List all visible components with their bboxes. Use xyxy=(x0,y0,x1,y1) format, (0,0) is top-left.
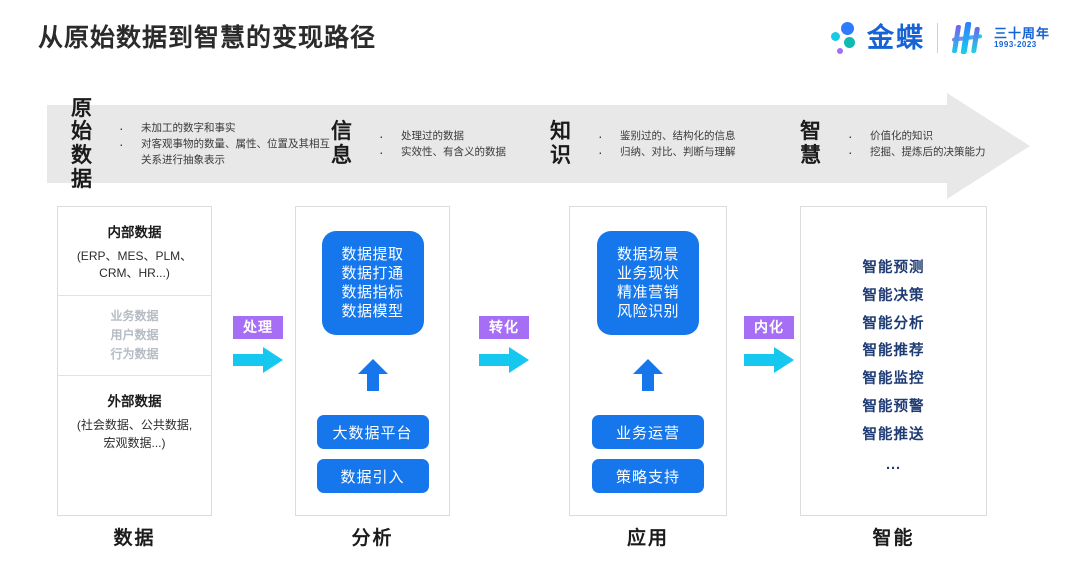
kingdee-dots-icon xyxy=(827,21,863,55)
apply-scenario-card: 数据场景 业务现状 精准营销 风险识别 xyxy=(597,231,699,335)
connector-label: 内化 xyxy=(744,316,794,339)
connector-label: 处理 xyxy=(233,316,283,339)
anniversary-label: 三十周年 xyxy=(993,25,1050,41)
column-caption-intelligence: 智能 xyxy=(872,528,915,549)
connector-internalize: 内化 xyxy=(737,316,801,374)
page-title: 从原始数据到智慧的变现路径 xyxy=(38,24,377,52)
right-arrow-icon xyxy=(479,347,529,373)
data-type-item: 业务数据 xyxy=(110,308,159,323)
stage-wisdom: 智 慧 价值化的知识 挖掘、提炼后的决策能力 xyxy=(800,105,986,183)
external-data-block: 外部数据 (社会数据、公共数据, 宏观数据...) xyxy=(58,376,211,464)
connector-label: 转化 xyxy=(479,316,529,339)
up-arrow-icon xyxy=(357,359,388,391)
data-type-item: 行为数据 xyxy=(110,347,159,362)
intelligence-item: 智能预测 xyxy=(862,260,925,276)
stage-title: 知 识 xyxy=(550,120,572,167)
stage-bullets: 未加工的数字和事实 对客观事物的数量、属性、位置及其相互关系进行抽象表示 xyxy=(115,118,331,169)
anniversary-mark-icon xyxy=(950,21,990,55)
apply-scenario-item: 风险识别 xyxy=(616,303,679,321)
stage-raw-data: 原始 数据 未加工的数字和事实 对客观事物的数量、属性、位置及其相互关系进行抽象… xyxy=(71,97,331,191)
stage-title: 信 息 xyxy=(331,120,353,167)
connector-transform: 转化 xyxy=(472,316,536,374)
stage-bullets: 处理过的数据 实效性、有含义的数据 xyxy=(375,126,506,164)
external-data-subtitle: (社会数据、公共数据, 宏观数据...) xyxy=(76,418,193,450)
apply-operations-pill: 业务运营 xyxy=(592,415,704,449)
data-types-block: 业务数据 用户数据 行为数据 xyxy=(58,296,211,376)
column-intelligence: 智能预测 智能决策 智能分析 智能推荐 智能监控 智能预警 智能推送 ... xyxy=(800,206,987,516)
anniversary-badge: 三十周年 1993-2023 xyxy=(950,21,1050,55)
intelligence-item: 智能决策 xyxy=(862,287,925,304)
apply-scenario-item: 业务现状 xyxy=(616,264,679,282)
brand-logo: 金蝶 三十周年 1993-2023 xyxy=(827,18,1050,58)
intelligence-item: 智能预警 xyxy=(862,399,925,416)
right-arrow-icon xyxy=(233,347,283,373)
intelligence-item: 智能推荐 xyxy=(862,343,925,360)
stage-arrow-band: 原始 数据 未加工的数字和事实 对客观事物的数量、属性、位置及其相互关系进行抽象… xyxy=(47,93,1030,200)
intelligence-item: 智能推送 xyxy=(862,426,925,443)
intelligence-ellipsis: ... xyxy=(885,456,902,473)
intelligence-list: 智能预测 智能决策 智能分析 智能推荐 智能监控 智能预警 智能推送 ... xyxy=(801,207,986,480)
internal-data-subtitle: (ERP、MES、PLM、 CRM、HR...) xyxy=(76,249,193,281)
right-arrow-icon xyxy=(744,347,794,373)
internal-data-title: 内部数据 xyxy=(107,225,162,240)
stage-bullet: 归纳、对比、判断与理解 xyxy=(594,142,736,164)
stage-bullet: 实效性、有含义的数据 xyxy=(375,142,506,164)
stage-bullets: 鉴别过的、结构化的信息 归纳、对比、判断与理解 xyxy=(594,126,736,164)
column-caption-apply: 应用 xyxy=(626,528,669,549)
stage-bullet: 挖掘、提炼后的决策能力 xyxy=(844,142,986,164)
analysis-capability-item: 数据提取 xyxy=(341,245,404,263)
anniversary-years: 1993-2023 xyxy=(993,39,1037,49)
analysis-capability-item: 数据模型 xyxy=(341,303,404,321)
column-analysis: 数据提取 数据打通 数据指标 数据模型 大数据平台 数据引入 xyxy=(295,206,450,516)
stage-bullet: 未加工的数字和事实 xyxy=(115,118,331,140)
column-caption-analysis: 分析 xyxy=(351,528,394,549)
column-data: 内部数据 (ERP、MES、PLM、 CRM、HR...) 业务数据 用户数据 … xyxy=(57,206,212,516)
logo-divider xyxy=(936,23,938,53)
stage-bullet: 鉴别过的、结构化的信息 xyxy=(594,126,736,148)
divider xyxy=(58,294,211,296)
apply-scenario-item: 数据场景 xyxy=(616,245,679,263)
apply-scenario-item: 精准营销 xyxy=(616,284,679,301)
analysis-platform-pill: 大数据平台 xyxy=(316,415,429,449)
up-arrow-icon xyxy=(633,359,663,391)
intelligence-item: 智能监控 xyxy=(862,371,925,388)
analysis-ingest-pill: 数据引入 xyxy=(316,459,429,493)
divider xyxy=(58,375,211,377)
connector-process: 处理 xyxy=(226,316,290,374)
column-caption-data: 数据 xyxy=(113,528,156,549)
internal-data-block: 内部数据 (ERP、MES、PLM、 CRM、HR...) xyxy=(58,207,211,295)
apply-strategy-pill: 策略支持 xyxy=(592,459,704,493)
brand-name: 金蝶 xyxy=(866,22,925,53)
stage-bullet: 对客观事物的数量、属性、位置及其相互关系进行抽象表示 xyxy=(115,134,331,169)
analysis-capability-card: 数据提取 数据打通 数据指标 数据模型 xyxy=(321,231,424,335)
stage-title: 智 慧 xyxy=(800,120,822,167)
analysis-capability-item: 数据打通 xyxy=(341,264,404,282)
stage-knowledge: 知 识 鉴别过的、结构化的信息 归纳、对比、判断与理解 xyxy=(550,105,736,183)
stage-bullets: 价值化的知识 挖掘、提炼后的决策能力 xyxy=(844,126,986,164)
column-apply: 数据场景 业务现状 精准营销 风险识别 业务运营 策略支持 xyxy=(569,206,727,516)
analysis-capability-item: 数据指标 xyxy=(341,284,404,301)
stage-bullet: 处理过的数据 xyxy=(375,126,506,148)
external-data-title: 外部数据 xyxy=(107,394,162,410)
stage-title: 原始 数据 xyxy=(71,96,93,191)
intelligence-item: 智能分析 xyxy=(862,315,925,332)
data-type-item: 用户数据 xyxy=(110,327,159,342)
stage-bullet: 价值化的知识 xyxy=(844,126,986,148)
stage-information: 信 息 处理过的数据 实效性、有含义的数据 xyxy=(331,105,506,183)
